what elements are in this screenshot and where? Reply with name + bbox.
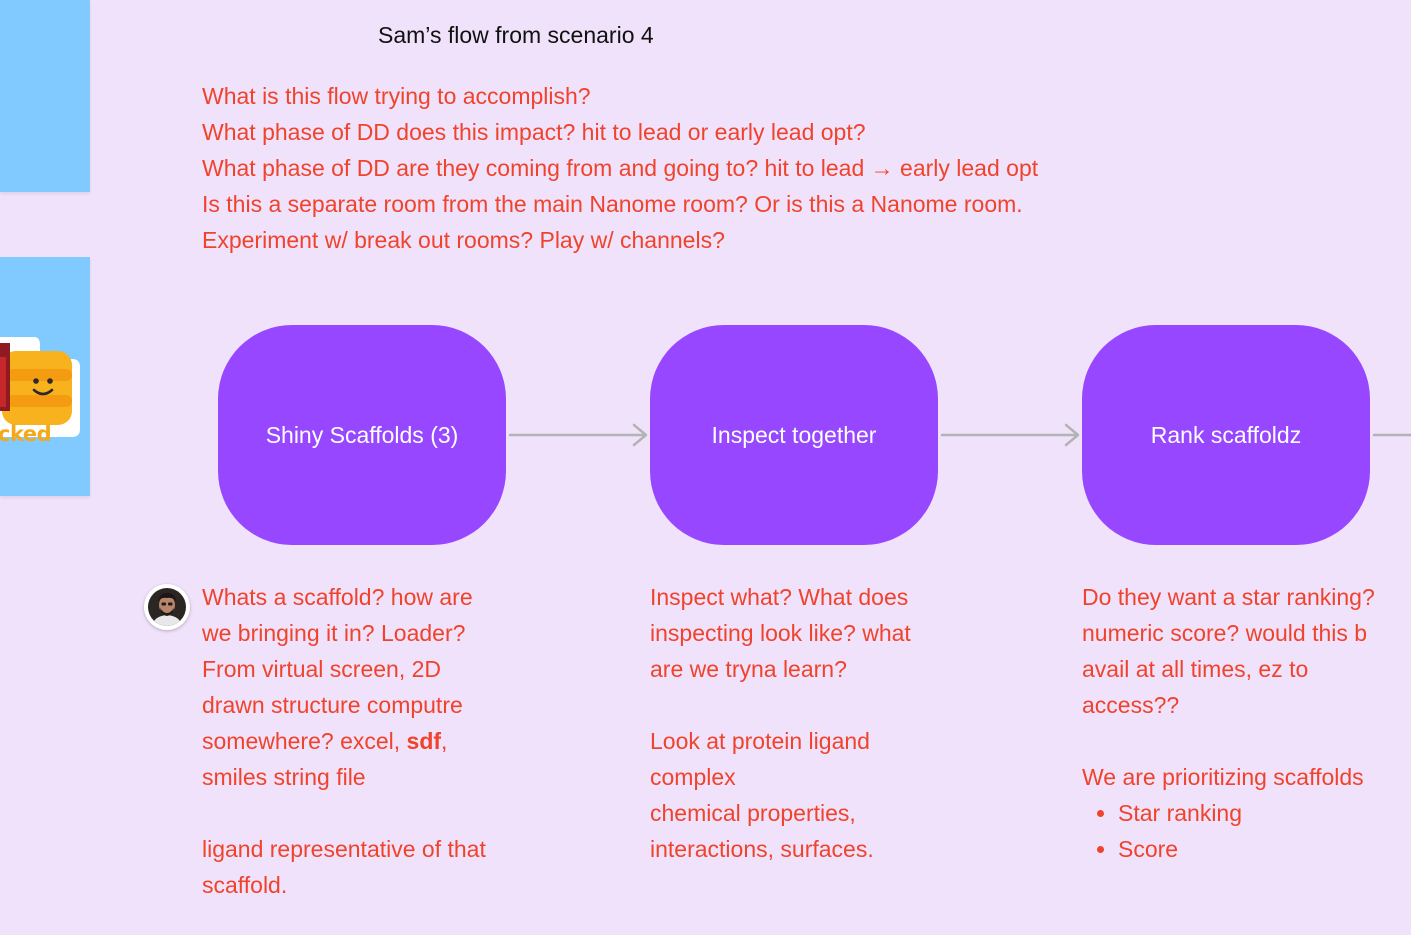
question-line: Experiment w/ break out rooms? Play w/ c… <box>202 227 725 253</box>
note-text: somewhere? excel, <box>202 728 407 754</box>
note-line: We are prioritizing scaffolds <box>1082 764 1364 790</box>
note-inspect-together[interactable]: Inspect what? What does inspecting look … <box>650 579 911 867</box>
note-line: drawn structure computre <box>202 692 463 718</box>
question-line: What phase of DD does this impact? hit t… <box>202 119 866 145</box>
note-line: Whats a scaffold? how are <box>202 584 473 610</box>
connector-arrow <box>940 423 1080 447</box>
note-line: complex <box>650 764 736 790</box>
note-text: , <box>441 728 448 754</box>
questions-text[interactable]: What is this flow trying to accomplish? … <box>202 78 1038 258</box>
note-bold-text: sdf <box>406 728 442 754</box>
note-line: numeric score? would this b <box>1082 620 1368 646</box>
question-line: What is this flow trying to accomplish? <box>202 83 591 109</box>
bullet-item: Star ranking <box>1118 795 1375 831</box>
flow-node-inspect-together[interactable]: Inspect together <box>650 325 938 545</box>
question-line: Is this a separate room from the main Na… <box>202 191 1023 217</box>
note-line: we bringing it in? Loader? <box>202 620 466 646</box>
flow-node-label: Shiny Scaffolds (3) <box>265 421 459 448</box>
note-line: From virtual screen, 2D <box>202 656 442 682</box>
note-spacer <box>1082 723 1375 759</box>
note-line: Do they want a star ranking? <box>1082 584 1375 610</box>
note-line: smiles string file <box>202 764 366 790</box>
note-line: inspecting look like? what <box>650 620 911 646</box>
note-line: Inspect what? What does <box>650 584 909 610</box>
flow-node-shiny-scaffolds[interactable]: Shiny Scaffolds (3) <box>218 325 506 545</box>
smiley-sticker-icon <box>0 337 80 437</box>
sticky-note-top[interactable] <box>0 0 90 192</box>
flow-node-label: Inspect together <box>711 421 877 448</box>
note-spacer <box>202 795 486 831</box>
sticker-label: cked <box>0 422 52 446</box>
flow-node-rank-scaffoldz[interactable]: Rank scaffoldz <box>1082 325 1370 545</box>
sticky-note-bottom[interactable]: cked <box>0 257 90 496</box>
note-line: chemical properties, <box>650 800 856 826</box>
note-line: Look at protein ligand <box>650 728 870 754</box>
note-line: avail at all times, ez to <box>1082 656 1309 682</box>
note-shiny-scaffolds[interactable]: Whats a scaffold? how are we bringing it… <box>202 579 486 903</box>
commenter-avatar[interactable] <box>144 584 190 630</box>
note-rank-scaffoldz[interactable]: Do they want a star ranking? numeric sco… <box>1082 579 1375 867</box>
note-line: scaffold. <box>202 872 288 898</box>
note-line: somewhere? excel, sdf, <box>202 723 486 759</box>
note-line: are we tryna learn? <box>650 656 847 682</box>
bullet-item: Score <box>1118 831 1375 867</box>
note-line: interactions, surfaces. <box>650 836 874 862</box>
note-line: access?? <box>1082 692 1180 718</box>
section-title: Sam’s flow from scenario 4 <box>378 22 654 48</box>
bullet-list: Star ranking Score <box>1082 795 1375 867</box>
question-line: What phase of DD are they coming from an… <box>202 155 1039 181</box>
note-line: ligand representative of that <box>202 836 486 862</box>
note-spacer <box>650 687 911 723</box>
flow-node-label: Rank scaffoldz <box>1150 421 1302 448</box>
connector-arrow <box>508 423 648 447</box>
user-avatar-icon <box>148 588 186 626</box>
